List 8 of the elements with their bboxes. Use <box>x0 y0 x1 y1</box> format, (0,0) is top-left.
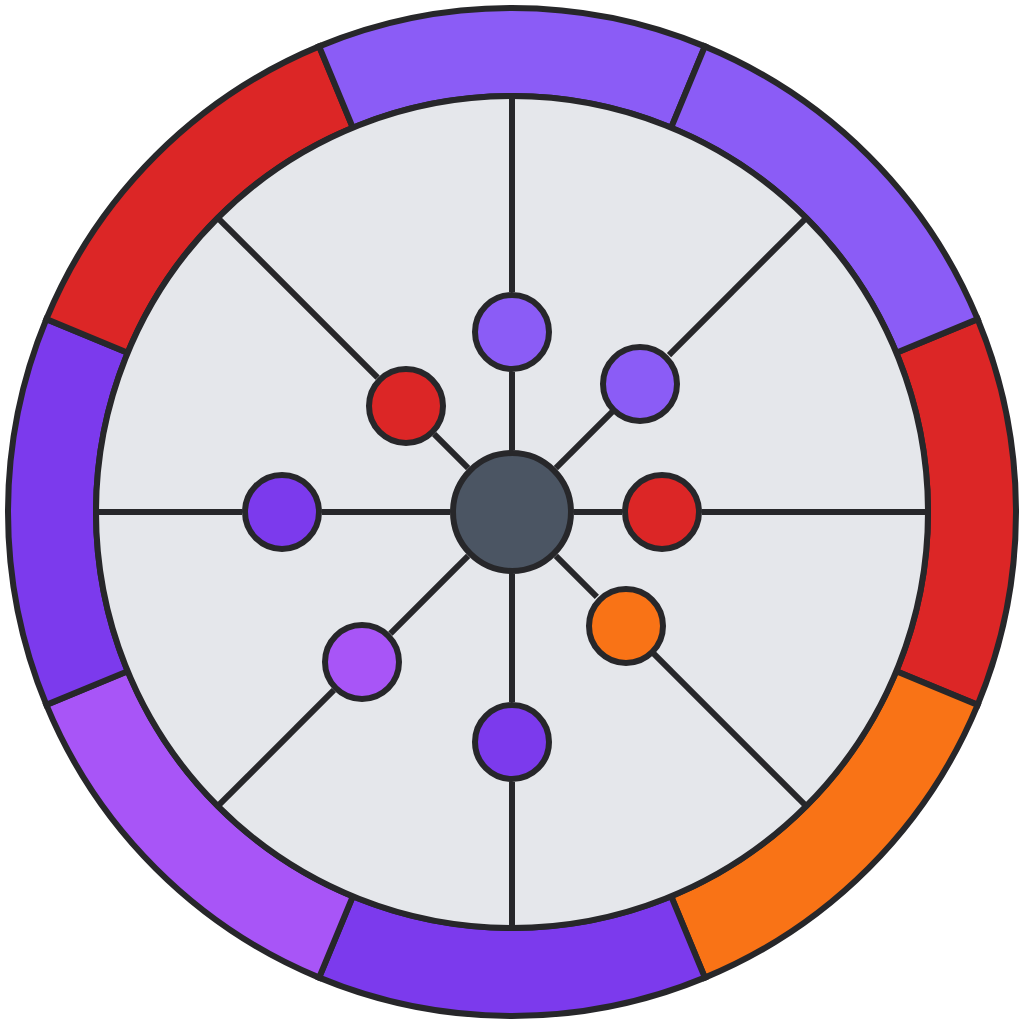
connector-line <box>574 509 622 515</box>
connector-line <box>388 553 471 636</box>
connector-line <box>553 553 599 599</box>
connector-line <box>432 432 471 471</box>
connector-line <box>509 574 515 702</box>
connector-line <box>322 509 450 515</box>
connector-line <box>509 372 515 450</box>
connector-line <box>553 409 615 471</box>
